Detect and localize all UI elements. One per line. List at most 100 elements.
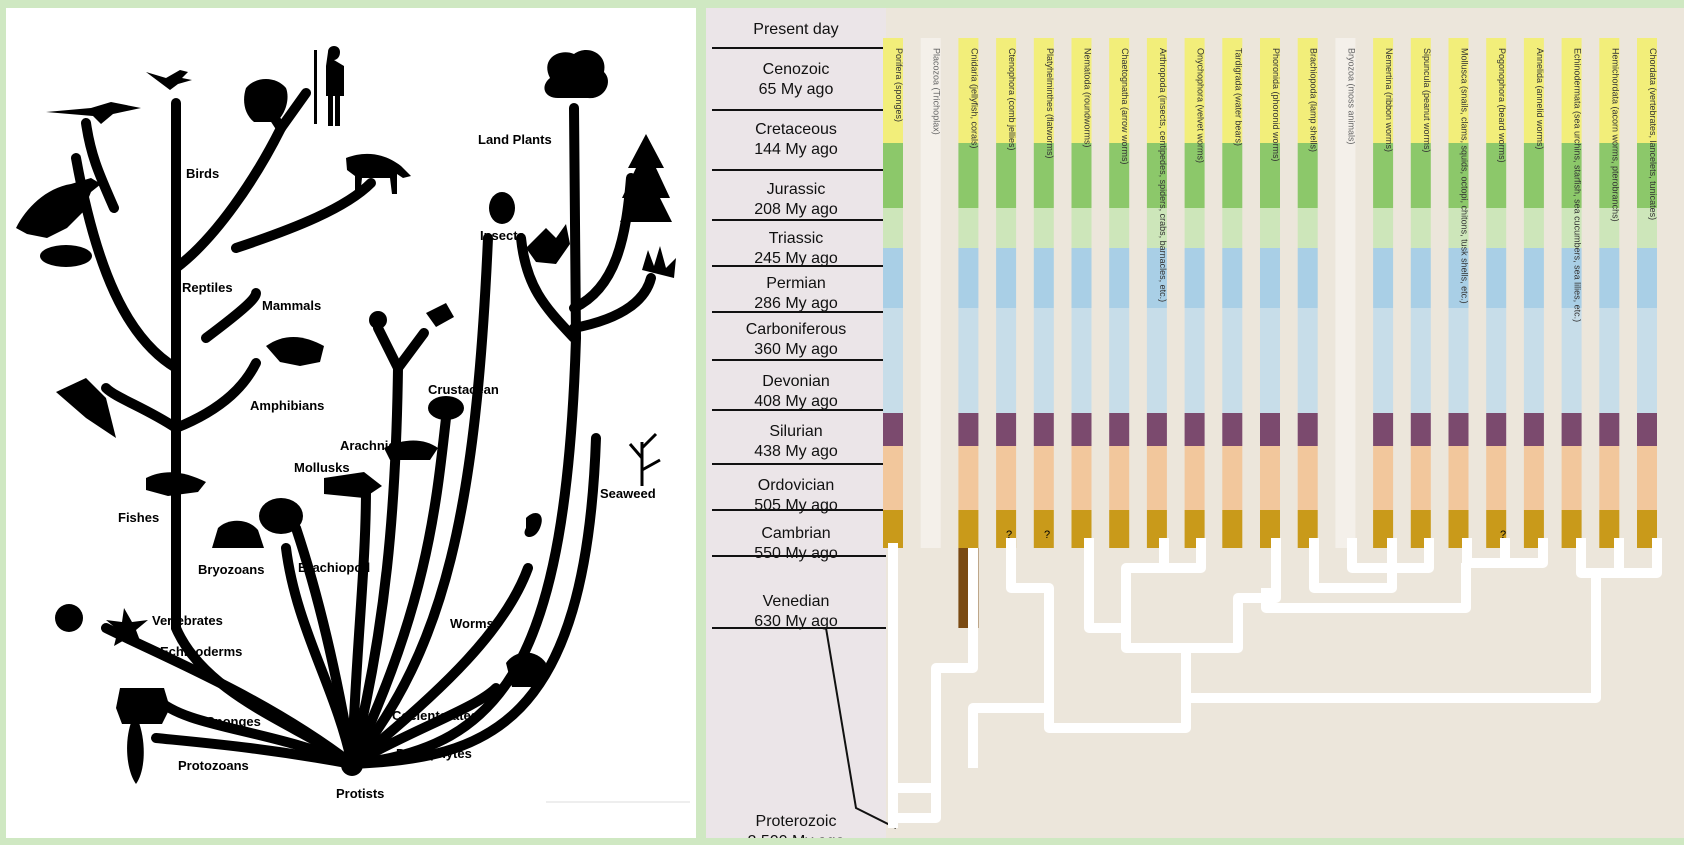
phylum-range-band [1448,413,1469,446]
phylum-range-band [1448,308,1469,413]
question-marks: ? ? ? [1006,529,1506,541]
frog-icon [266,336,324,366]
zebra-icon [346,153,411,196]
period-label-column [706,8,886,838]
phylum-range-band [1109,413,1130,446]
phylum-label: Cnidaria (jellyfish, corals) [969,48,979,149]
label-vertebrates: Vertebrates [152,613,223,628]
phylum-column: Onychophora (velvet worms) [1184,38,1206,548]
phylum-label: Chaetognatha (arrow worms) [1120,48,1130,165]
tree-branches [71,88,656,769]
period-age: 630 My ago [754,613,838,630]
phylum-range-band [1033,208,1054,248]
phylum-range-band [1373,308,1394,413]
phylum-range-band [958,143,979,208]
phylum-range-band [1184,143,1205,208]
phylum-range-band [1373,38,1394,143]
phylum-range-band [1222,208,1243,248]
conifer-branch [569,173,636,313]
phylum-range-band [1486,248,1507,308]
phylum-range-band [1260,308,1280,413]
phylum-range-band [1184,446,1205,510]
phylum-range-band [1146,413,1167,446]
phylum-column: Placozoa (Trichoplax) [920,38,942,548]
phylum-range-band [1109,308,1130,413]
phylum-column: Ctenophora (comb jellies) [996,38,1017,548]
label-coelenterates: Coelenterates [392,708,478,723]
phylum-label: Porifera (sponges) [894,48,904,122]
phylum-range-band [1260,446,1280,510]
phylum-range-band [1297,248,1318,308]
phylum-range-band [1184,413,1205,446]
label-sponges: Sponges [206,714,261,729]
coelenterate-icon [506,652,546,687]
phylum-label: Nemertina (ribbon worms) [1384,48,1394,152]
ctenophora-flatworm-join [968,538,1054,768]
phylum-range-band [883,208,903,248]
vertebrate-trunk [171,98,357,769]
phylum-range-band [1637,208,1657,248]
phylum-range-band [1109,510,1130,548]
scorpion-icon [426,303,454,327]
period-name: Silurian [769,423,822,440]
phylum-range-band [1523,413,1544,446]
protostome-join-1 [1261,563,1471,613]
phylum-range-band [1071,143,1092,208]
protozoan-icon [127,720,144,784]
label-amphibians: Amphibians [250,398,324,413]
phylum-range-band [958,446,979,510]
sea-urchin-icon [55,604,83,632]
phylum-range-band [1033,248,1054,308]
phylum-range-band [1033,143,1054,208]
label-fishes: Fishes [118,510,159,525]
phylogeny-lines [888,538,1662,828]
phylum-range-band [1599,143,1620,208]
period-name: Cretaceous [755,121,837,138]
turtle-icon [40,245,92,267]
phylum-range-band [1561,208,1582,248]
phylum-range-band [996,248,1017,308]
phylum-label: Nematoda (roundworms) [1083,48,1093,148]
phylum-label: Onychophora (velvet worms) [1196,48,1206,163]
phylum-range-band [1033,510,1054,548]
scorpion-branch [393,328,429,373]
phylum-range-band [1486,208,1507,248]
nemertine-join [1347,538,1434,573]
phylum-range-band [1297,446,1318,510]
label-mollusks: Mollusks [294,460,350,475]
phylum-range-band [1599,208,1620,248]
phylum-label: Phoronida (phoronid worms) [1271,48,1281,162]
phylum-range-band [1297,143,1318,208]
proterozoic-pointer [825,627,897,829]
phylum-range-band [958,208,979,248]
phylum-range-band [1146,143,1167,208]
tree-of-life-diagram: Birds Reptiles Mammals Amphibians Fishes… [16,46,690,803]
pterosaur-icon [46,102,141,124]
coelenterate-branch [347,683,501,769]
metazoa-join [1044,698,1191,733]
phylum-range-band [1637,38,1657,143]
period-age: 245 My ago [754,250,838,267]
staff-icon [314,50,317,124]
phylum-range-band [1637,248,1657,308]
phylum-range-band [1410,38,1431,143]
phylum-range-band [1033,38,1054,143]
phylum-column: Porifera (sponges) [883,38,904,548]
label-protophytes: Protophytes [396,746,472,761]
phylum-range-band [1146,308,1167,413]
phylum-range-band [1486,413,1507,446]
period-name: Triassic [769,230,824,247]
phylum-label: Chordata (vertebrates, lancelets, tunica… [1648,48,1658,220]
phylum-range-band [920,38,941,143]
phylum-range-band [1297,413,1318,446]
phylum-range-band [1109,143,1130,208]
phylum-range-band [1222,248,1243,308]
period-age: 550 My ago [754,545,838,562]
phylum-range-band [1373,446,1394,510]
phylum-range-band [1297,38,1318,143]
fern-icon [526,224,570,264]
phylum-range-band [1410,413,1431,446]
phylum-range-band [996,143,1017,208]
